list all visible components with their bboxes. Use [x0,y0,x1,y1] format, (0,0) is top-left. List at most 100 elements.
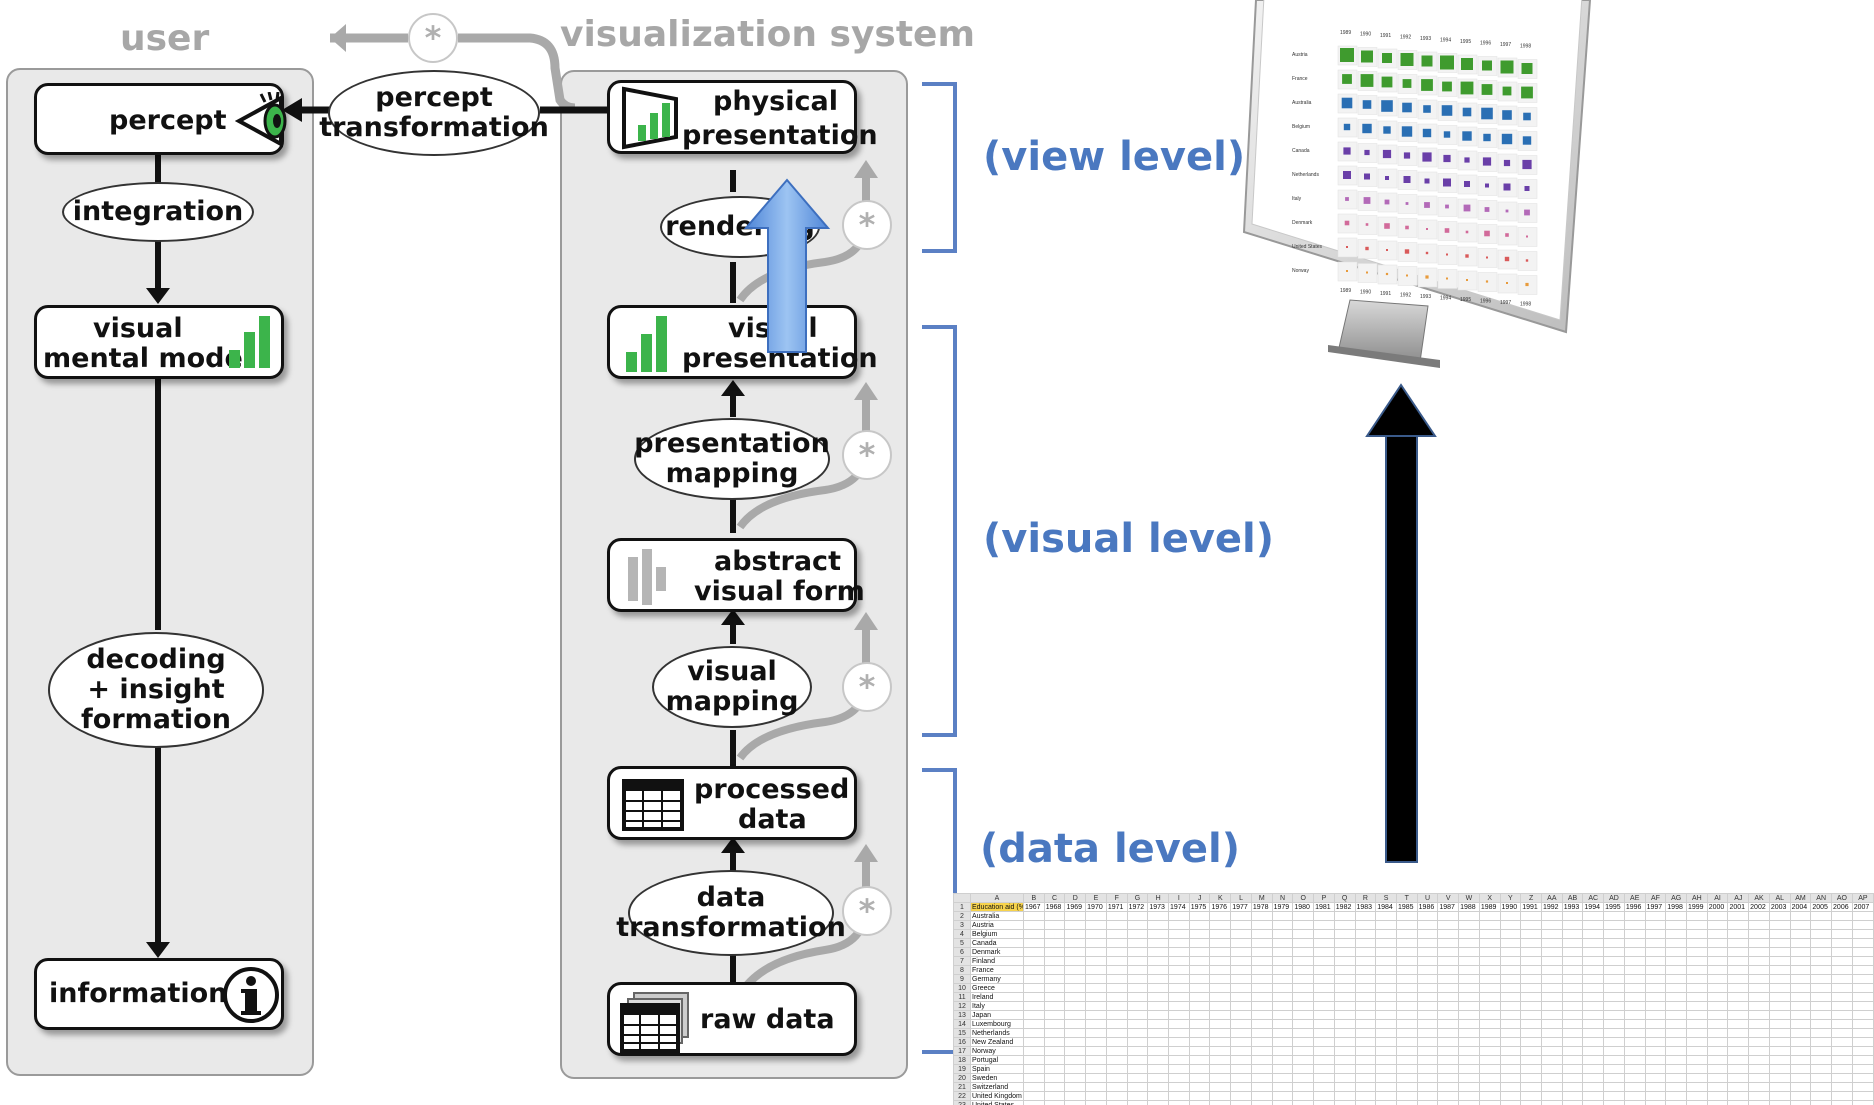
spreadsheet-data-cell [1209,1073,1232,1083]
spreadsheet-data-cell [1230,911,1252,921]
spreadsheet-data-cell [1188,965,1211,975]
spreadsheet-data-cell [1437,947,1460,957]
spreadsheet-data-cell [1271,1019,1294,1029]
spreadsheet-data-cell [1333,1100,1356,1105]
spreadsheet-data-cell [1416,965,1439,975]
spreadsheet-data-cell [1499,965,1522,975]
spreadsheet-data-cell [1748,1010,1770,1020]
spreadsheet-data-cell [1043,1028,1066,1038]
spreadsheet-country-cell: Japan [970,1010,1024,1020]
spreadsheet-year-cell: 2000 [1706,902,1729,912]
spreadsheet-data-cell [1540,920,1563,930]
spreadsheet-data-cell [1623,992,1646,1002]
spreadsheet-row-number: 7 [953,956,971,966]
spreadsheet-data-cell [1665,992,1687,1002]
spreadsheet-data-cell [1603,938,1625,948]
monitor-cell-mark [1402,79,1412,88]
spreadsheet-data-cell [1105,920,1128,930]
spreadsheet-data-cell [1665,1010,1687,1020]
spreadsheet-year-cell: 1971 [1105,902,1128,912]
spreadsheet-data-cell [1292,974,1315,984]
spreadsheet-data-cell [1748,1028,1770,1038]
spreadsheet-data-cell [1831,1046,1853,1056]
spreadsheet-data-cell [1168,1010,1190,1020]
spreadsheet-data-cell [1375,947,1397,957]
spreadsheet-data-cell [1727,929,1750,939]
spreadsheet-data-cell [1209,992,1232,1002]
spreadsheet-data-cell [1085,929,1107,939]
spreadsheet-year-cell: 1970 [1085,902,1107,912]
spreadsheet-country-cell: Ireland [970,992,1024,1002]
monitor-year-label: 1990 [1360,32,1371,38]
spreadsheet-data-cell [1126,1073,1149,1083]
visual-mental-model-box: visual mental model [34,305,284,379]
spreadsheet-year-cell: 2007 [1851,902,1874,912]
spreadsheet-year-cell: 1976 [1209,902,1232,912]
spreadsheet-data-cell [1168,992,1190,1002]
spreadsheet-data-cell [1561,1073,1584,1083]
monitor-cell-mark [1481,107,1493,120]
spreadsheet-data-cell [1375,1091,1397,1101]
spreadsheet-data-cell [1706,1010,1729,1020]
spreadsheet-data-cell [1292,929,1315,939]
spreadsheet-data-cell [1147,1064,1170,1074]
spreadsheet-data-cell [1665,956,1687,966]
monitor-cell-mark [1365,246,1369,251]
spreadsheet-data-cell [1789,1055,1812,1065]
spreadsheet-data-cell [1375,911,1397,921]
spreadsheet-data-cell [1499,1037,1522,1047]
spreadsheet-data-cell [1644,947,1667,957]
spreadsheet-data-cell [1354,983,1377,993]
spreadsheet-data-cell [1478,1046,1501,1056]
spreadsheet-data-cell [1271,947,1294,957]
spreadsheet-data-cell [1147,1073,1170,1083]
spreadsheet-data-cell [1230,1001,1252,1011]
spreadsheet-data-cell [1188,911,1211,921]
spreadsheet-data-cell [1686,1046,1708,1056]
spreadsheet-country-cell: Sweden [970,1073,1024,1083]
spreadsheet-data-cell [1126,956,1149,966]
spreadsheet-data-cell [1706,1037,1729,1047]
spreadsheet-data-cell [1603,1055,1625,1065]
spreadsheet-country-cell: United Kingdom [970,1091,1024,1101]
spreadsheet-data-cell [1230,1055,1252,1065]
monitor-cell-mark [1522,159,1532,170]
monitor-cell-mark [1363,197,1371,204]
spreadsheet-data-cell [1851,920,1874,930]
spreadsheet-data-cell [1478,1091,1501,1101]
spreadsheet-data-cell [1520,965,1542,975]
spreadsheet-data-cell [1147,983,1170,993]
monitor-cell-mark [1365,223,1369,226]
spreadsheet-data-cell [1603,1082,1625,1092]
monitor-cell-mark [1500,60,1514,74]
spreadsheet-data-cell [1416,920,1439,930]
monitor-cell-mark [1445,204,1449,209]
spreadsheet-data-cell [1520,992,1542,1002]
spreadsheet-data-cell [1333,974,1356,984]
spreadsheet-data-cell [1292,1028,1315,1038]
spreadsheet-data-cell [1437,1082,1460,1092]
spreadsheet-year-cell: 1985 [1395,902,1418,912]
spreadsheet-data-cell [1105,992,1128,1002]
spreadsheet-data-cell [1147,1019,1170,1029]
spreadsheet-data-cell [1105,965,1128,975]
spreadsheet-data-cell [1085,974,1107,984]
spreadsheet-data-cell [1105,1064,1128,1074]
spreadsheet-data-cell [1686,947,1708,957]
spreadsheet-data-cell [1147,1082,1170,1092]
spreadsheet-data-cell [1209,1082,1232,1092]
spreadsheet-data-cell [1582,1064,1605,1074]
spreadsheet-year-cell: 1989 [1478,902,1501,912]
spreadsheet-data-cell [1292,911,1315,921]
spreadsheet-data-cell [1313,929,1335,939]
spreadsheet-year-cell: 1972 [1126,902,1149,912]
monitor-cell-mark [1506,282,1508,284]
data-transformation-node: data transformation [616,870,846,956]
spreadsheet-country-cell: Netherlands [970,1028,1024,1038]
spreadsheet-data-cell [1706,1091,1729,1101]
spreadsheet-data-cell [1209,1028,1232,1038]
spreadsheet-data-cell [1105,911,1128,921]
spreadsheet-data-cell [1520,1082,1542,1092]
